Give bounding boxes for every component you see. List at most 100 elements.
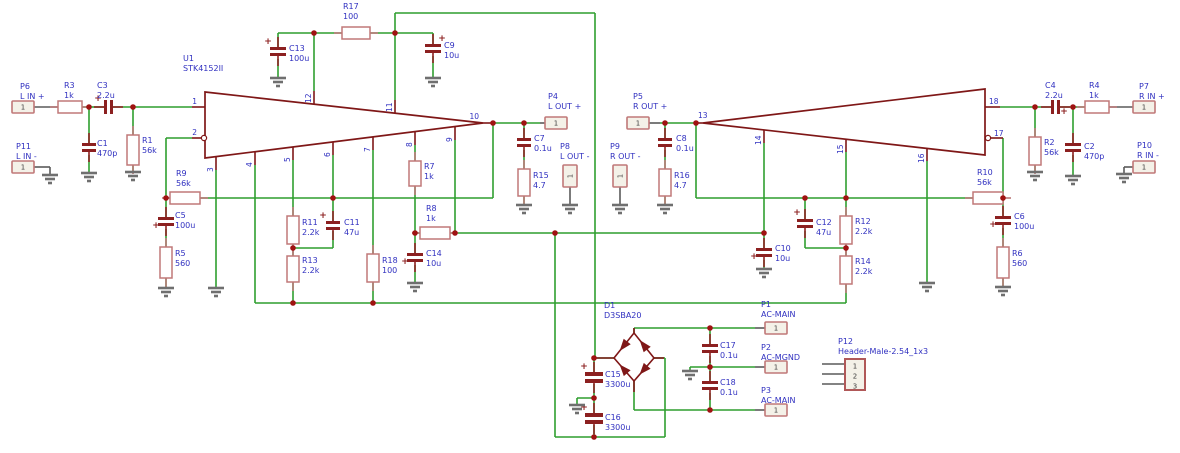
resistor-body[interactable] [419,226,451,240]
ground-symbol[interactable] [270,76,286,88]
ground-symbol[interactable] [657,203,673,215]
port-body[interactable] [764,360,788,374]
ground-symbol[interactable] [1116,172,1132,184]
resistor-body[interactable] [159,246,173,279]
resistor-body[interactable] [341,26,371,40]
resistor-body[interactable] [1084,100,1110,114]
ground-symbol[interactable] [756,267,772,279]
ic-U1-channel-2[interactable] [702,88,986,156]
port-body[interactable] [626,116,650,130]
ground-symbol[interactable] [612,203,628,215]
port-body[interactable] [544,116,568,130]
port-body[interactable] [1132,100,1156,114]
port-body[interactable] [562,164,578,188]
resistor-body[interactable] [366,253,380,283]
ground-symbol[interactable] [1065,174,1081,186]
resistor-body[interactable] [57,100,83,114]
port-body[interactable] [764,321,788,335]
port-body[interactable] [11,160,35,174]
capacitor-C4[interactable]: +C42.2u [1041,81,1070,117]
resistor-body[interactable] [658,168,672,197]
resistor-body[interactable] [996,246,1010,279]
capacitor-C3[interactable]: +C32.2u [94,81,123,114]
port-body[interactable] [1132,160,1156,174]
ic-U1-channel-1[interactable] [204,91,484,159]
ground-symbol[interactable] [407,281,423,293]
resistor-body[interactable] [169,191,201,205]
ground-symbol[interactable] [1027,170,1043,182]
ground-symbol[interactable] [42,173,58,185]
ground-symbol[interactable] [562,203,578,215]
ground-symbol[interactable] [516,203,532,215]
ground-symbol[interactable] [81,171,97,183]
port-body[interactable] [11,100,35,114]
port-body[interactable] [764,403,788,417]
capacitor-C8[interactable]: C80.1u [658,128,694,157]
resistor-body[interactable] [972,191,1004,205]
resistor-body[interactable] [1028,136,1042,166]
resistor-body[interactable] [839,255,853,285]
capacitor-C7[interactable]: C70.1u [517,128,552,157]
ground-symbol[interactable] [919,281,935,293]
resistor-body[interactable] [126,134,140,166]
resistor-body[interactable] [286,255,300,283]
ground-symbol[interactable] [158,286,174,298]
resistor-body[interactable] [408,160,422,187]
resistor-body[interactable] [839,215,853,245]
ground-symbol[interactable] [425,76,441,88]
resistor-body[interactable] [517,168,531,197]
port-body[interactable] [612,164,628,188]
ground-symbol[interactable] [995,285,1011,297]
resistor-body[interactable] [286,215,300,245]
ground-symbol[interactable] [682,369,698,381]
ground-symbol[interactable] [569,403,585,415]
ground-symbol[interactable] [125,170,141,182]
header-body[interactable] [844,358,866,391]
